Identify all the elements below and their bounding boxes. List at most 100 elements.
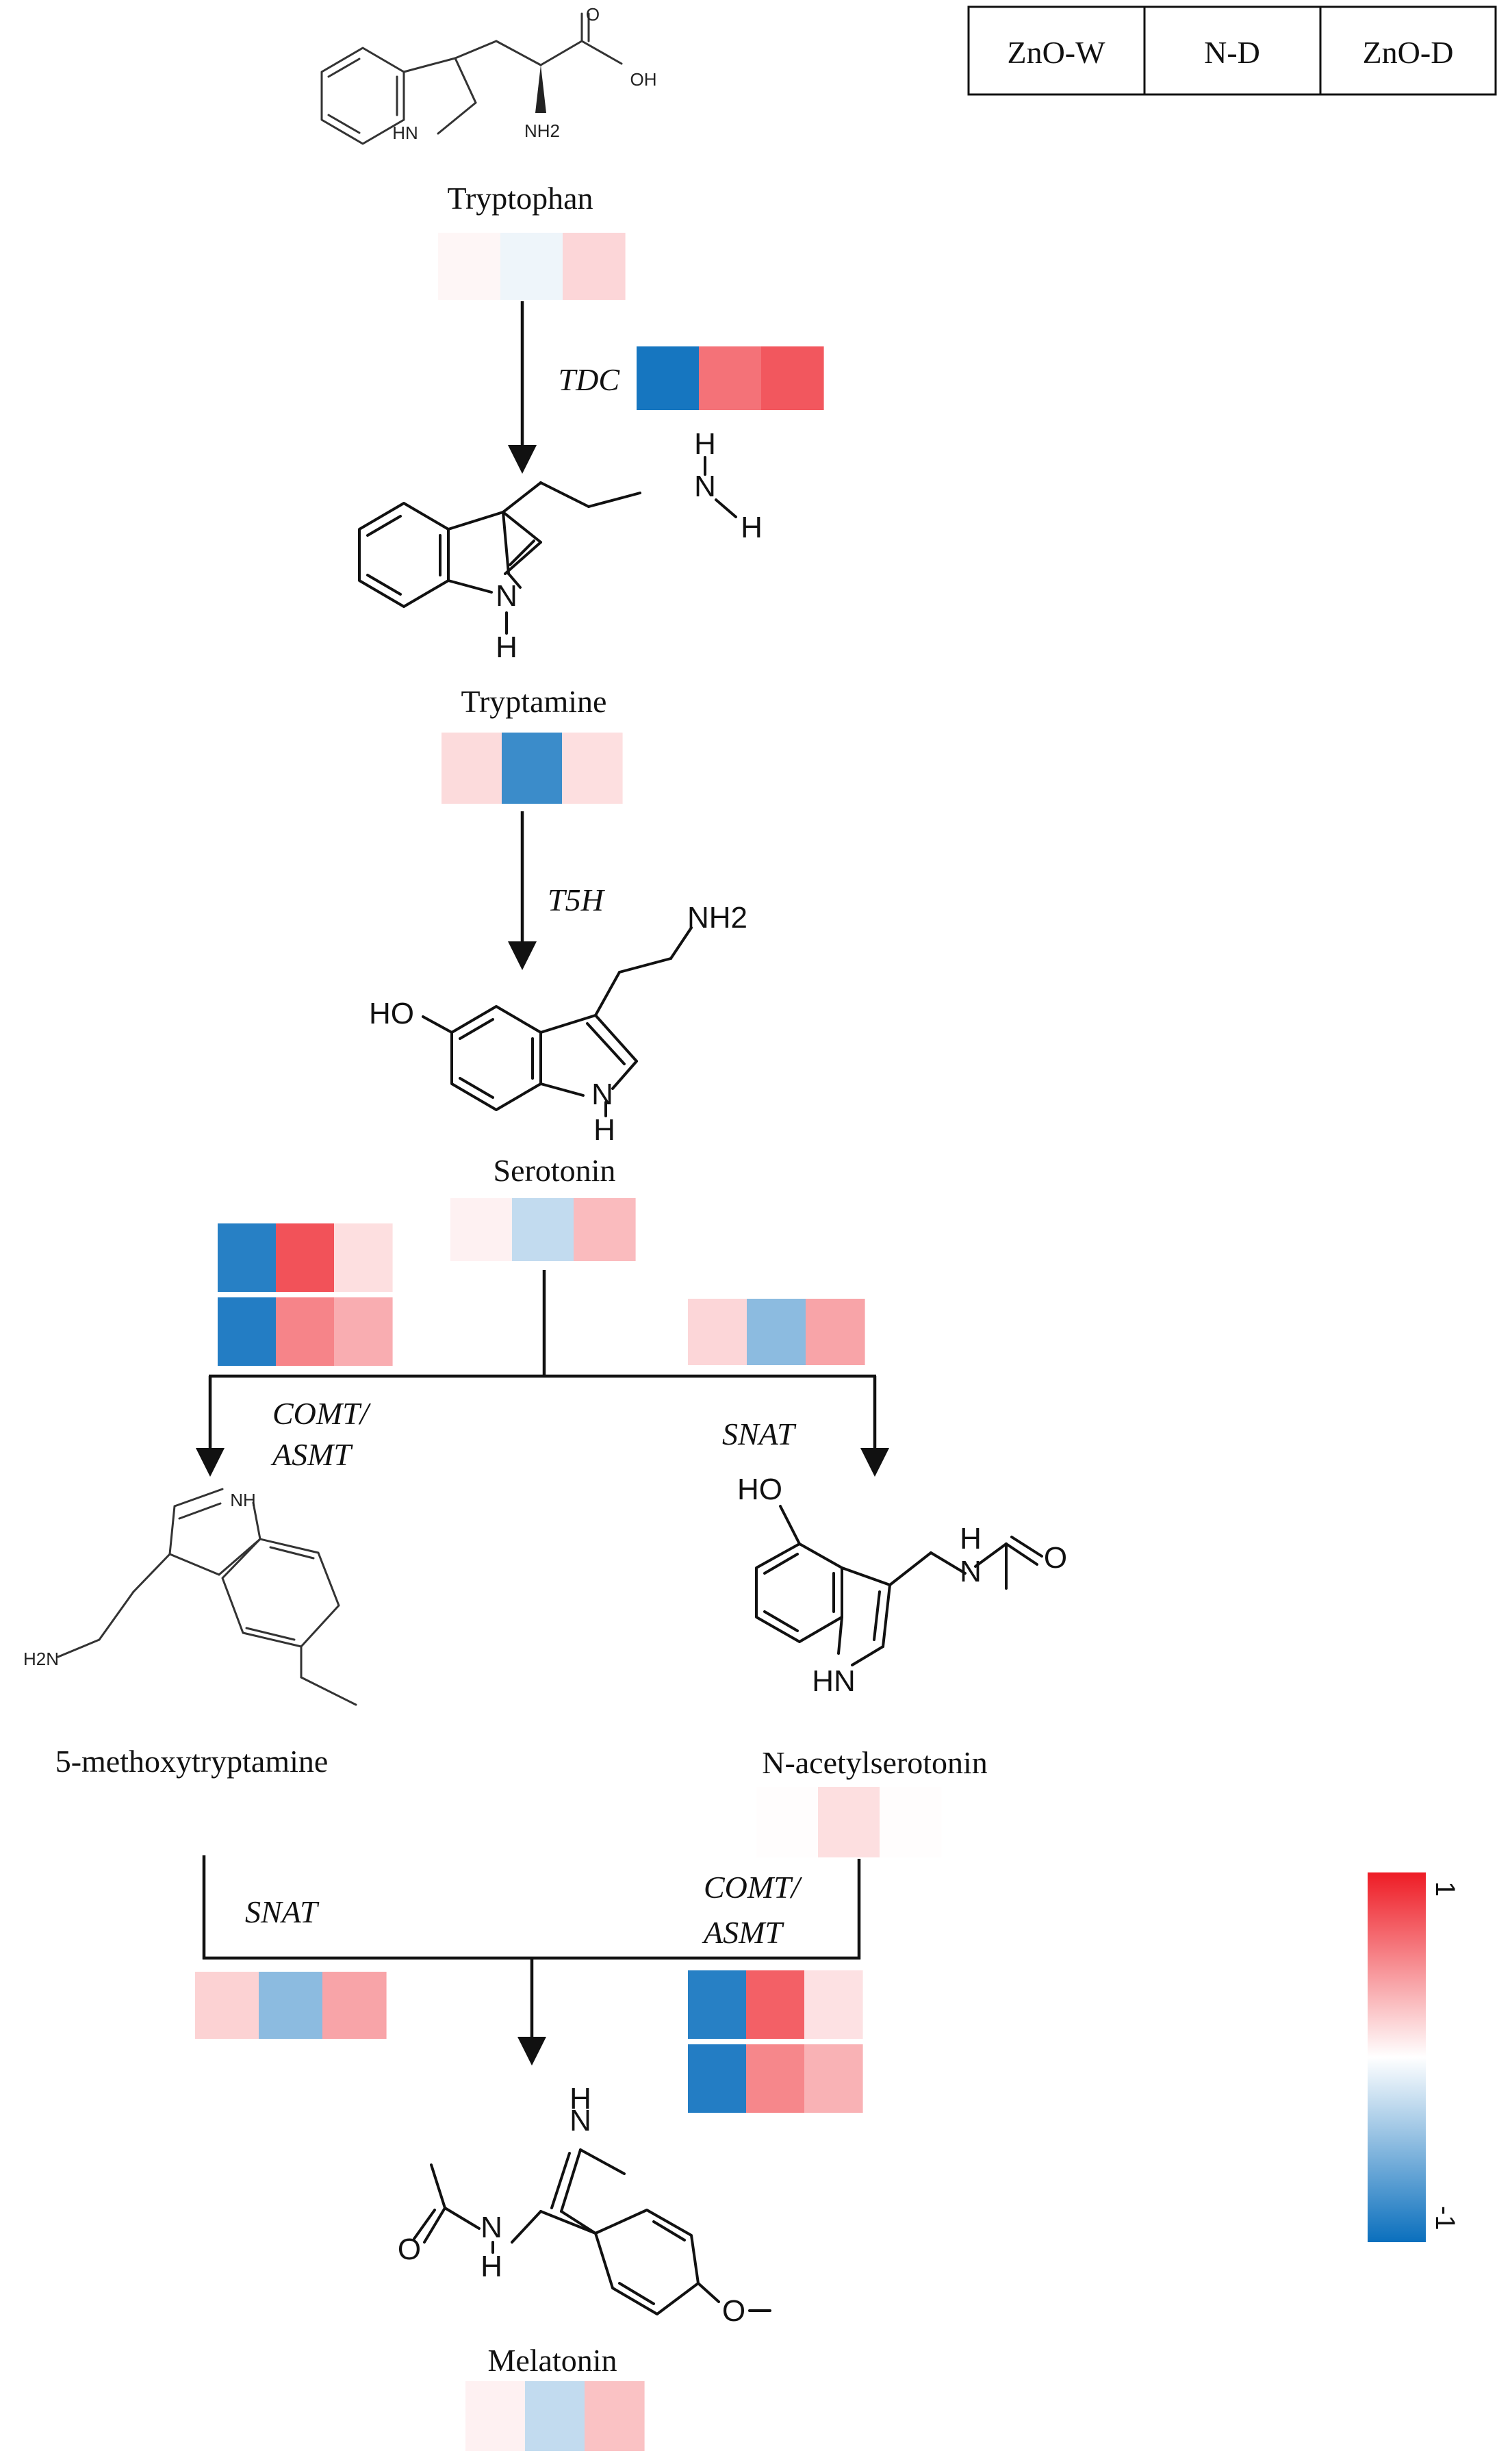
n-acetylserotonin-h-label: H (960, 1522, 982, 1555)
heatmap-cell (880, 1787, 942, 1857)
heatmap-comt-asmt-2 (688, 1970, 863, 2113)
heatmap-cell (699, 346, 762, 410)
heatmap-cell (276, 1223, 335, 1292)
color-scale-max-label: 1 (1430, 1881, 1460, 1896)
enzyme-label-tdc: TDC (559, 362, 621, 397)
heatmap-cell (218, 1223, 277, 1292)
heatmap-cell (637, 346, 700, 410)
legend-condition-1: ZnO-W (1007, 35, 1105, 70)
legend-condition-3: ZnO-D (1363, 35, 1454, 70)
arrowhead-icon (508, 445, 537, 474)
heatmap-snat-2 (195, 1972, 387, 2039)
tryptophan-nh2-label: NH2 (524, 120, 560, 141)
heatmap-cell (747, 1299, 806, 1365)
compound-label-serotonin: Serotonin (494, 1153, 616, 1188)
enzyme-label-comt-2-b: ASMT (702, 1915, 784, 1950)
heatmap-tdc (637, 346, 824, 410)
heatmap-cell (804, 1970, 863, 2039)
heatmap-cell (761, 346, 824, 410)
n-acetylserotonin-ho-label: HO (737, 1473, 782, 1506)
heatmap-cell (218, 1297, 277, 1366)
arrowhead-icon (517, 2037, 546, 2066)
heatmap-cell (688, 1970, 747, 2039)
heatmap-cell (804, 2044, 863, 2113)
heatmap-snat-1 (688, 1299, 865, 1365)
serotonin-nh2-label: NH2 (687, 901, 747, 935)
enzyme-label-snat-2: SNAT (245, 1894, 320, 1929)
arrowhead-icon (196, 1448, 225, 1477)
melatonin-amide-h-label: H (481, 2250, 502, 2283)
heatmap-cell (746, 2044, 805, 2113)
heatmap-comt-asmt-1 (218, 1223, 393, 1366)
compound-label-tryptophan: Tryptophan (448, 181, 593, 216)
legend-condition-2: N-D (1204, 35, 1260, 70)
n-acetylserotonin-n-label: N (960, 1555, 982, 1588)
5-methoxytryptamine-nh-label: NH (230, 1490, 256, 1510)
heatmap-cell (818, 1787, 880, 1857)
compound-label-melatonin: Melatonin (487, 2343, 617, 2378)
legend-frame (967, 5, 1497, 96)
tryptamine-n-label: N (496, 579, 517, 613)
heatmap-cell (574, 1198, 636, 1261)
heatmap-cell (259, 1972, 323, 2039)
heatmap-cell (562, 733, 623, 804)
n-acetylserotonin-o-label: O (1044, 1541, 1067, 1575)
compound-label-n-acetylserotonin: N-acetylserotonin (762, 1745, 988, 1780)
heatmap-tryptophan (438, 233, 626, 300)
heatmap-cell (688, 2044, 747, 2113)
heatmap-cell (806, 1299, 865, 1365)
heatmap-cell (500, 233, 563, 300)
heatmap-cell (563, 233, 626, 300)
5-methoxytryptamine-structure: NH H2N (23, 1488, 357, 1706)
tryptamine-amine-n-label: N (694, 470, 716, 503)
compound-label-5-methoxytryptamine: 5-methoxytryptamine (55, 1744, 329, 1779)
n-acetylserotonin-structure: HO N H O HN (737, 1473, 1067, 1698)
heatmap-cell (438, 233, 501, 300)
melatonin-h-label: H (570, 2082, 591, 2116)
color-scale-bar (1368, 1872, 1426, 2242)
arrowhead-icon (508, 941, 537, 970)
melatonin-amide-n-label: N (481, 2211, 502, 2244)
heatmap-cell (756, 1787, 819, 1857)
tryptophan-o-label: O (586, 4, 600, 25)
tryptamine-h-label: H (496, 631, 517, 664)
heatmap-n-acetylserotonin (756, 1787, 942, 1857)
serotonin-h-label: H (593, 1113, 615, 1147)
enzyme-label-comt-1-b: ASMT (270, 1437, 353, 1472)
5-methoxytryptamine-h2n-label: H2N (23, 1649, 59, 1669)
heatmap-cell (688, 1299, 747, 1365)
serotonin-ho-label: HO (369, 997, 414, 1030)
serotonin-n-label: N (591, 1078, 613, 1111)
heatmap-cell (465, 2381, 526, 2451)
heatmap-cell (450, 1198, 513, 1261)
color-scale: 1 -1 (1368, 1872, 1460, 2242)
heatmap-cell (585, 2381, 645, 2451)
color-scale-min-label: -1 (1430, 2206, 1460, 2231)
tryptamine-amine-h-right-label: H (741, 511, 763, 544)
enzyme-label-comt-2-a: COMT/ (704, 1870, 803, 1905)
condition-legend: ZnO-W N-D ZnO-D (967, 5, 1497, 96)
serotonin-structure: N H HO NH2 (369, 901, 747, 1147)
enzyme-label-snat-1: SNAT (722, 1417, 797, 1451)
melatonin-n-label: N (570, 2104, 591, 2137)
tryptamine-structure: N H N H H (358, 427, 763, 664)
heatmap-cell (746, 1970, 805, 2039)
heatmap-cell (525, 2381, 585, 2451)
heatmap-cell (322, 1972, 387, 2039)
heatmap-cell (442, 733, 502, 804)
compound-label-tryptamine: Tryptamine (461, 684, 607, 719)
heatmap-cell (512, 1198, 574, 1261)
n-acetylserotonin-hn-label: HN (812, 1664, 856, 1698)
heatmap-cell (334, 1297, 393, 1366)
heatmap-cell (276, 1297, 335, 1366)
melatonin-o-label: O (722, 2294, 745, 2328)
tryptophan-hn-label: HN (392, 123, 418, 143)
tryptophan-oh-label: OH (630, 69, 657, 90)
enzyme-label-t5h: T5H (548, 882, 606, 917)
heatmap-serotonin (450, 1198, 636, 1261)
arrowhead-icon (860, 1448, 889, 1477)
enzyme-label-comt-1-a: COMT/ (272, 1396, 372, 1431)
heatmap-melatonin (465, 2381, 645, 2451)
heatmap-cell (502, 733, 563, 804)
